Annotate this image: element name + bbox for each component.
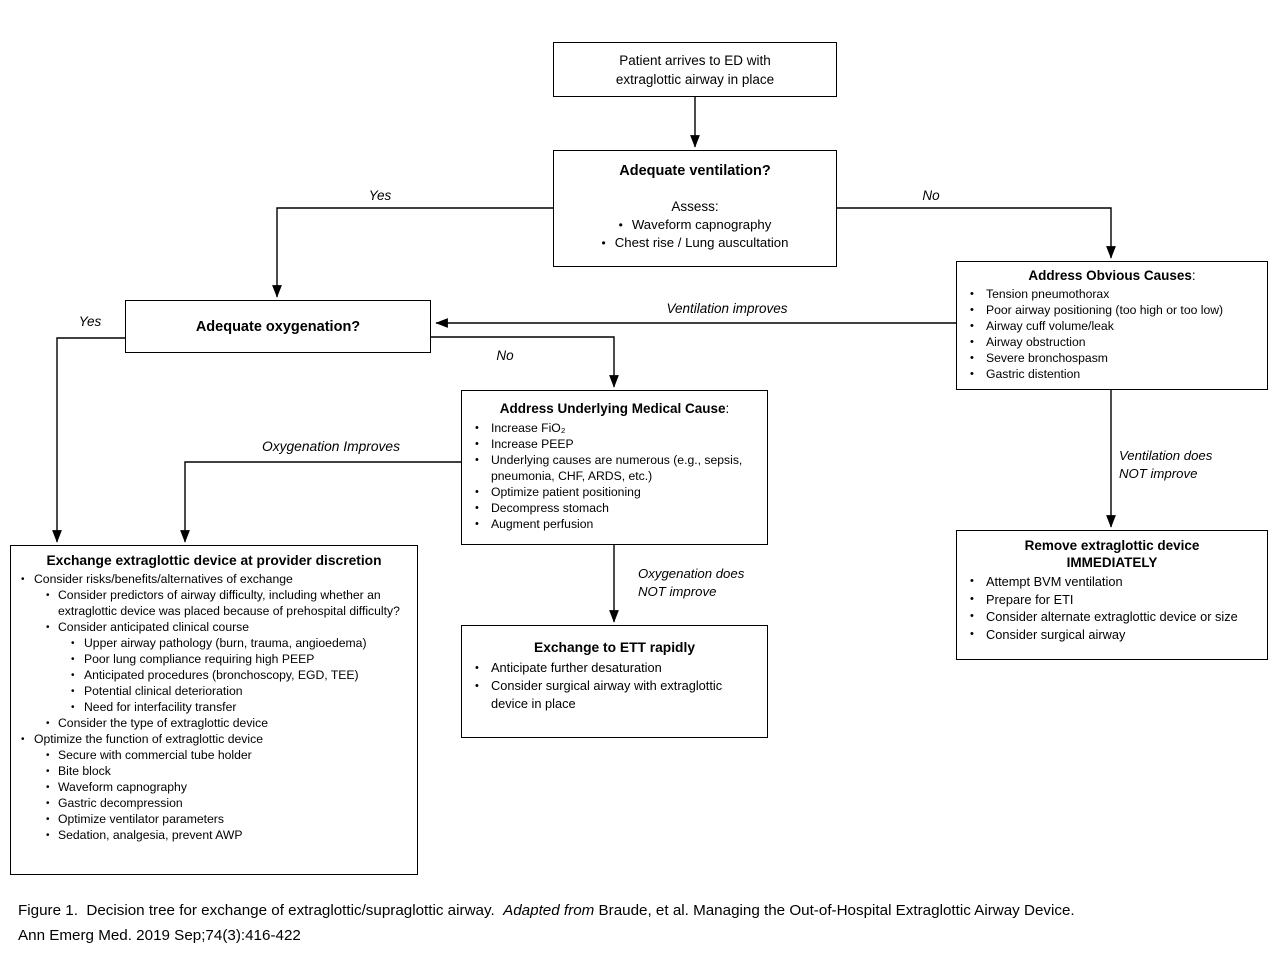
- list-item: Upper airway pathology (burn, trauma, an…: [11, 635, 417, 652]
- node-title: Adequate oxygenation?: [195, 318, 361, 335]
- node-title: Address Obvious Causes:: [1028, 268, 1196, 283]
- list-item: Need for interfacility transfer: [11, 699, 417, 716]
- node-text-line: extraglottic airway in place: [615, 71, 775, 87]
- bullet-item: Consider surgical airway: [957, 626, 1267, 644]
- bullet-list: Increase FiO₂Increase PEEPUnderlying cau…: [462, 420, 767, 532]
- title-colon: :: [1191, 268, 1196, 283]
- bullet-item: Waveform capnography: [554, 216, 836, 234]
- bullet-item: Gastric distention: [957, 366, 1267, 382]
- list-item: Potential clinical deterioration: [11, 683, 417, 700]
- bullet-item: Anticipate further desaturation: [462, 659, 767, 677]
- node-title: Remove extraglottic device: [1024, 538, 1200, 553]
- list-item: Gastric decompression: [11, 795, 417, 812]
- assess-label: Assess:: [671, 199, 719, 214]
- node-title: Adequate ventilation?: [619, 163, 771, 179]
- bullet-item: Attempt BVM ventilation: [957, 573, 1267, 591]
- edge-label-oxygenation-no: No: [496, 348, 514, 363]
- caption-citation: Ann Emerg Med. 2019 Sep;74(3):416-422: [18, 927, 301, 944]
- node-text-line: Patient arrives to ED with: [619, 52, 771, 68]
- bullet-item: Underlying causes are numerous (e.g., se…: [462, 452, 767, 484]
- bullet-item: Consider alternate extraglottic device o…: [957, 608, 1267, 626]
- edge-label-ventilation-not-improve: Ventilation does NOT improve: [1119, 448, 1213, 481]
- node-remove-extraglottic-device: Remove extraglottic device IMMEDIATELY A…: [956, 530, 1268, 660]
- list-item: Bite block: [11, 763, 417, 780]
- edge-label-oxygenation-not-improve: Oxygenation does NOT improve: [638, 566, 745, 599]
- list-item: Consider predictors of airway difficulty…: [11, 587, 417, 619]
- bullet-item: Consider surgical airway with extraglott…: [462, 677, 767, 713]
- node-adequate-oxygenation: Adequate oxygenation?: [125, 300, 431, 353]
- bullet-list: Tension pneumothoraxPoor airway position…: [957, 286, 1267, 382]
- bullet-item: Increase PEEP: [462, 436, 767, 452]
- list-item: Consider anticipated clinical course: [11, 619, 417, 636]
- bullet-item: Augment perfusion: [462, 516, 767, 532]
- node-exchange-device-provider-discretion: Exchange extraglottic device at provider…: [10, 545, 418, 875]
- edge-label-ventilation-no: No: [922, 188, 940, 203]
- bullet-item: Decompress stomach: [462, 500, 767, 516]
- edge-label-oxygenation-yes: Yes: [78, 314, 102, 329]
- list-item: Secure with commercial tube holder: [11, 747, 417, 764]
- bullet-item: Prepare for ETI: [957, 591, 1267, 609]
- node-adequate-ventilation: Adequate ventilation? Assess: Waveform c…: [553, 150, 837, 267]
- title-colon: :: [725, 401, 730, 416]
- bullet-item: Airway cuff volume/leak: [957, 318, 1267, 334]
- bullet-item: Increase FiO₂: [462, 420, 767, 436]
- bullet-list: Attempt BVM ventilationPrepare for ETICo…: [957, 573, 1267, 643]
- arrow-ventilation-yes-to-oxygenation: [272, 207, 553, 298]
- node-address-underlying-medical-cause: Address Underlying Medical Cause: Increa…: [461, 390, 768, 545]
- list-item: Anticipated procedures (bronchoscopy, EG…: [11, 667, 417, 684]
- arrow-oxygenation-improves-to-exchange: [180, 461, 461, 543]
- edge-label-ventilation-yes: Yes: [368, 188, 392, 203]
- list-item: Sedation, analgesia, prevent AWP: [11, 827, 417, 844]
- caption-text: Figure 1. Decision tree for exchange of …: [18, 902, 504, 919]
- bullet-item: Airway obstruction: [957, 334, 1267, 350]
- caption-italic-text: Adapted from: [503, 902, 595, 919]
- node-title: Address Underlying Medical Cause:: [499, 401, 730, 416]
- node-exchange-to-ett: Exchange to ETT rapidly Anticipate furth…: [461, 625, 768, 738]
- arrow-ventilation-no-to-causes: [837, 207, 1116, 259]
- node-address-obvious-causes: Address Obvious Causes: Tension pneumoth…: [956, 261, 1268, 390]
- list-item: Consider the type of extraglottic device: [11, 715, 417, 732]
- edge-label-oxygenation-improves: Oxygenation Improves: [261, 439, 401, 454]
- bullet-item: Chest rise / Lung auscultation: [554, 234, 836, 252]
- bullet-item: Poor airway positioning (too high or too…: [957, 302, 1267, 318]
- arrow-oxygenation-yes-to-exchange: [52, 337, 125, 543]
- node-title: Exchange to ETT rapidly: [534, 640, 695, 655]
- bullet-list: Waveform capnographyChest rise / Lung au…: [554, 216, 836, 252]
- bullet-item: Severe bronchospasm: [957, 350, 1267, 366]
- edge-label-ventilation-improves: Ventilation improves: [666, 301, 788, 316]
- list-item: Optimize the function of extraglottic de…: [11, 731, 417, 748]
- list-item: Consider risks/benefits/alternatives of …: [11, 571, 417, 588]
- bullet-item: Optimize patient positioning: [462, 484, 767, 500]
- arrow-oxygenation-no-to-medical-cause: [431, 336, 619, 388]
- figure-caption: Figure 1. Decision tree for exchange of …: [18, 898, 1258, 948]
- nested-bullet-list: Consider risks/benefits/alternatives of …: [11, 571, 417, 844]
- bullet-list: Anticipate further desaturationConsider …: [462, 659, 767, 713]
- node-title: Exchange extraglottic device at provider…: [46, 553, 382, 568]
- caption-text: Braude, et al. Managing the Out-of-Hospi…: [594, 902, 1075, 919]
- bullet-item: Tension pneumothorax: [957, 286, 1267, 302]
- node-title: IMMEDIATELY: [1066, 555, 1158, 570]
- list-item: Poor lung compliance requiring high PEEP: [11, 651, 417, 668]
- list-item: Waveform capnography: [11, 779, 417, 796]
- node-patient-arrives: Patient arrives to ED with extraglottic …: [553, 42, 837, 97]
- list-item: Optimize ventilator parameters: [11, 811, 417, 828]
